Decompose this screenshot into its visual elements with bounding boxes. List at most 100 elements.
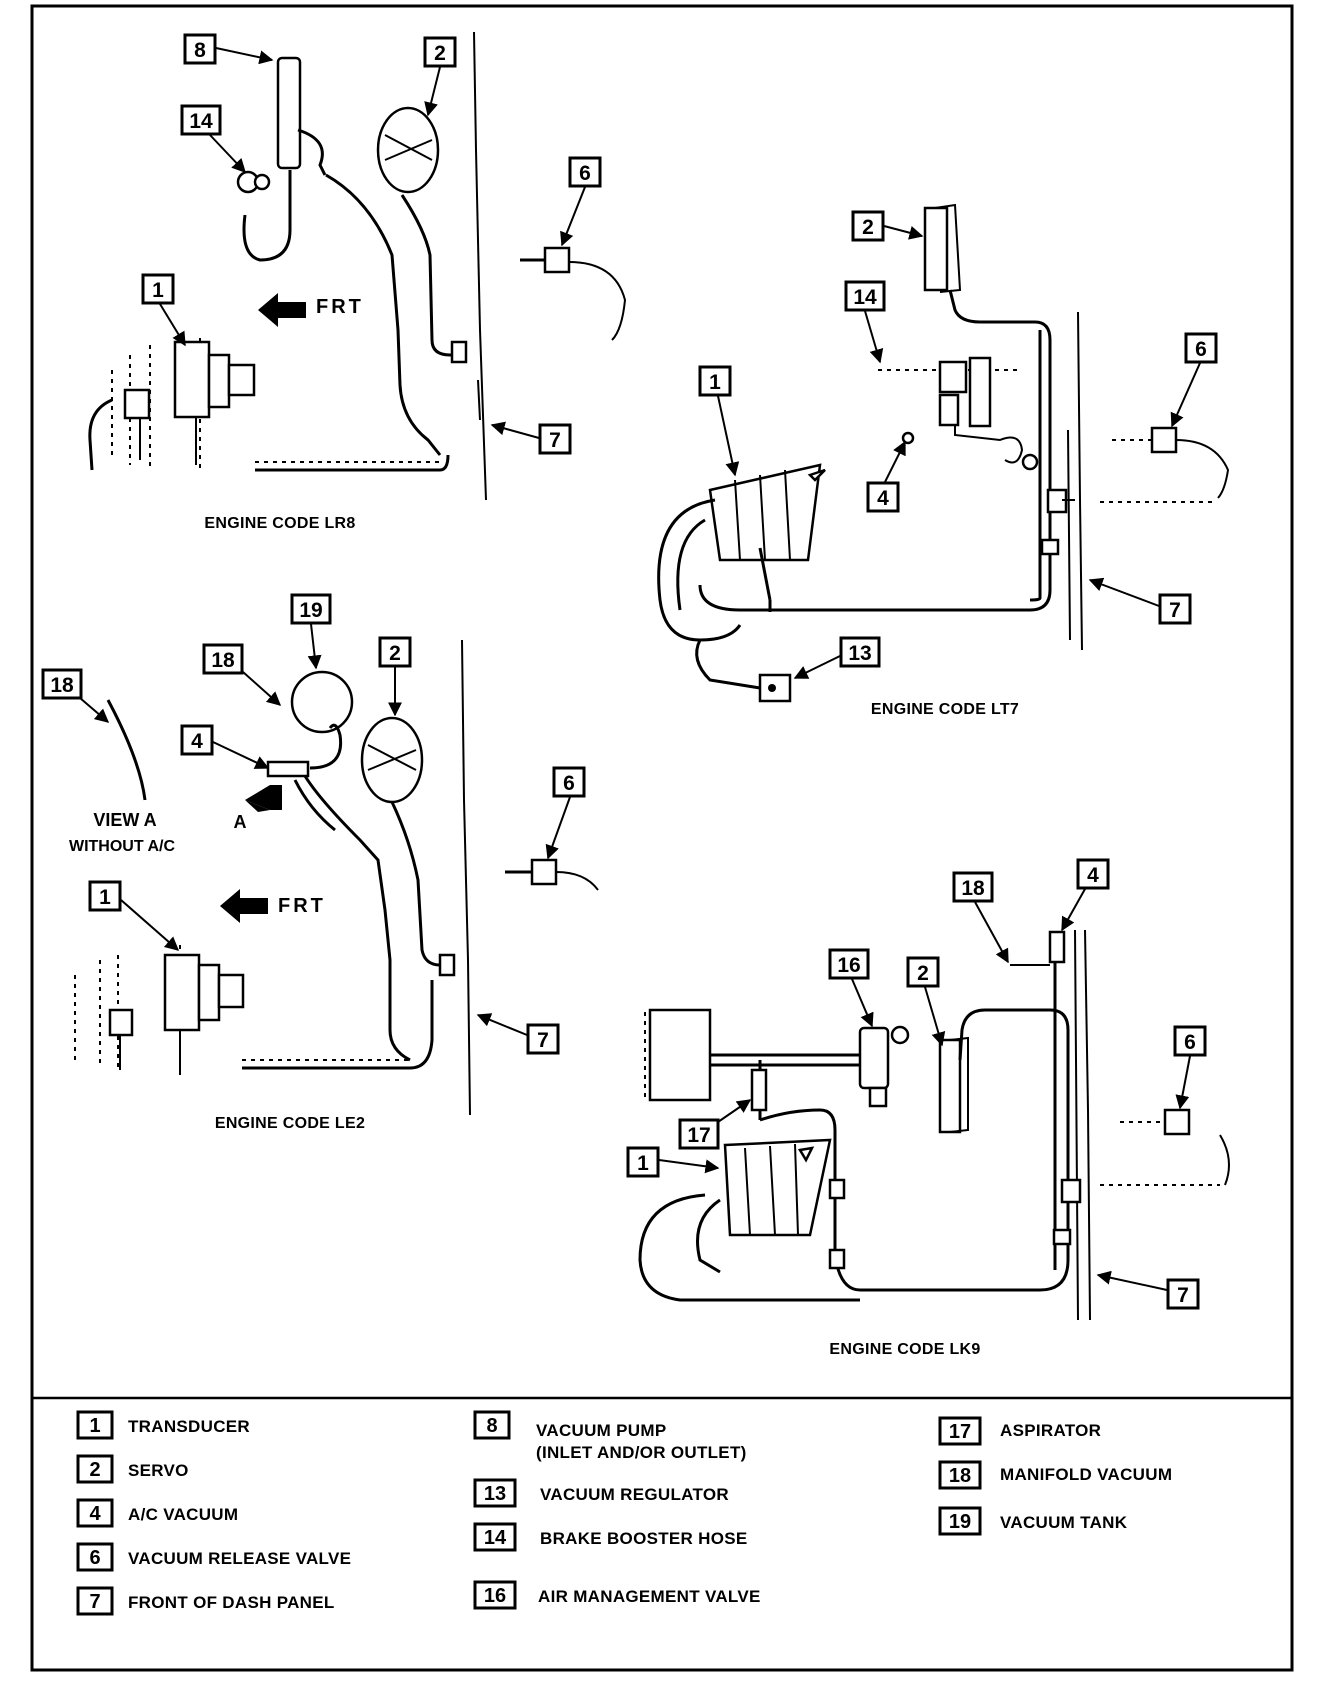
svg-text:19: 19 — [949, 1511, 971, 1533]
callout-18-manifold: 18 — [202, 643, 244, 675]
vacuum-tank-part — [290, 670, 354, 734]
legend-item-13: 13 VACUUM REGULATOR — [473, 1478, 729, 1508]
svg-text:TRANSDUCER: TRANSDUCER — [128, 1417, 250, 1436]
svg-text:(INLET AND/OR OUTLET): (INLET AND/OR OUTLET) — [536, 1443, 747, 1462]
servo-part — [923, 203, 962, 293]
svg-text:19: 19 — [299, 599, 322, 622]
svg-text:7: 7 — [89, 1591, 100, 1613]
callout-4: 4 — [1076, 858, 1110, 890]
svg-text:AIR MANAGEMENT VALVE: AIR MANAGEMENT VALVE — [538, 1587, 761, 1606]
svg-text:6: 6 — [563, 772, 575, 795]
callout-19: 19 — [290, 593, 332, 625]
legend-item-1: 1 TRANSDUCER — [76, 1410, 250, 1440]
svg-text:6: 6 — [579, 162, 591, 185]
callout-13: 13 — [839, 636, 881, 668]
callout-6: 6 — [552, 766, 586, 798]
callout-18-view-a: 18 — [41, 668, 83, 700]
servo-part — [938, 1036, 969, 1134]
svg-text:VACUUM PUMP: VACUUM PUMP — [536, 1421, 667, 1440]
diagram-lt7: 2 14 6 1 4 7 13 — [657, 203, 1230, 718]
svg-text:6: 6 — [89, 1547, 100, 1569]
frt-label: FRT — [278, 895, 326, 917]
transducer-part — [88, 338, 256, 471]
svg-text:1: 1 — [637, 1152, 649, 1175]
svg-text:2: 2 — [434, 42, 446, 65]
dash-panel-line — [1077, 311, 1083, 651]
svg-text:1: 1 — [89, 1415, 100, 1437]
vacuum-release-valve-part — [1100, 426, 1230, 503]
callout-17: 17 — [678, 1118, 720, 1150]
callout-7: 7 — [526, 1023, 560, 1055]
svg-text:13: 13 — [848, 642, 871, 665]
svg-text:A/C VACUUM: A/C VACUUM — [128, 1505, 238, 1524]
air-cleaner-part — [644, 1008, 712, 1102]
callout-6: 6 — [1173, 1025, 1207, 1057]
view-a-marker: A — [234, 812, 247, 832]
callout-4: 4 — [866, 481, 900, 513]
legend-item-16: 16 AIR MANAGEMENT VALVE — [473, 1580, 761, 1610]
brake-booster-assembly — [878, 356, 1039, 471]
vacuum-pump-part — [242, 56, 327, 262]
svg-text:18: 18 — [961, 877, 985, 900]
svg-text:14: 14 — [189, 110, 213, 133]
caption-lk9: ENGINE CODE LK9 — [829, 1341, 980, 1358]
legend-item-17: 17 ASPIRATOR — [938, 1416, 1101, 1446]
svg-text:VACUUM TANK: VACUUM TANK — [1000, 1513, 1128, 1532]
view-a-title: VIEW A — [93, 810, 156, 830]
vacuum-regulator-part — [695, 639, 792, 703]
callout-2: 2 — [906, 956, 940, 988]
callout-14: 14 — [844, 280, 886, 312]
svg-text:17: 17 — [949, 1421, 971, 1443]
svg-text:BRAKE BOOSTER HOSE: BRAKE BOOSTER HOSE — [540, 1529, 748, 1548]
svg-text:1: 1 — [709, 371, 721, 394]
svg-text:SERVO: SERVO — [128, 1461, 189, 1480]
callout-16: 16 — [828, 948, 870, 980]
svg-text:1: 1 — [99, 886, 111, 909]
legend-item-18: 18 MANIFOLD VACUUM — [938, 1460, 1172, 1490]
legend-item-19: 19 VACUUM TANK — [938, 1506, 1128, 1536]
svg-text:18: 18 — [949, 1465, 971, 1487]
vacuum-release-valve-part — [505, 858, 599, 891]
legend-item-8: 8 VACUUM PUMP (INLET AND/OR OUTLET) — [473, 1410, 747, 1462]
callout-2: 2 — [423, 36, 457, 68]
svg-text:17: 17 — [687, 1124, 710, 1147]
legend-item-2: 2 SERVO — [76, 1454, 189, 1484]
svg-text:FRONT OF DASH PANEL: FRONT OF DASH PANEL — [128, 1593, 335, 1612]
caption-le2: ENGINE CODE LE2 — [215, 1115, 365, 1132]
callout-7: 7 — [1158, 593, 1192, 625]
callout-1: 1 — [141, 273, 175, 305]
vacuum-release-valve-part — [1100, 1108, 1230, 1186]
svg-text:8: 8 — [194, 39, 206, 62]
vacuum-hose — [325, 173, 442, 456]
front-arrow-icon — [220, 889, 268, 923]
transducer-part — [638, 1108, 861, 1302]
view-a-hose — [106, 699, 147, 801]
svg-text:7: 7 — [537, 1029, 549, 1052]
svg-text:18: 18 — [50, 674, 74, 697]
svg-text:4: 4 — [89, 1503, 101, 1525]
svg-text:VACUUM REGULATOR: VACUUM REGULATOR — [540, 1485, 729, 1504]
callout-2: 2 — [851, 210, 885, 242]
callout-2: 2 — [378, 636, 412, 668]
callout-1: 1 — [88, 880, 122, 912]
caption-lt7: ENGINE CODE LT7 — [871, 701, 1019, 718]
svg-text:4: 4 — [191, 730, 203, 753]
callout-1: 1 — [698, 365, 732, 397]
diagram-lr8: FRT 8 14 2 6 1 7 — [88, 31, 627, 532]
air-management-valve-part — [858, 1025, 910, 1108]
svg-text:2: 2 — [917, 962, 929, 985]
legend: 1 TRANSDUCER 2 SERVO 4 A/C VACUUM 6 VACU… — [76, 1410, 1172, 1616]
svg-text:7: 7 — [1177, 1284, 1189, 1307]
svg-text:4: 4 — [877, 487, 889, 510]
legend-item-4: 4 A/C VACUUM — [76, 1498, 238, 1528]
callout-7: 7 — [1166, 1278, 1200, 1310]
svg-text:18: 18 — [211, 649, 235, 672]
caption-lr8: ENGINE CODE LR8 — [204, 515, 355, 532]
svg-text:MANIFOLD VACUUM: MANIFOLD VACUUM — [1000, 1465, 1172, 1484]
svg-text:14: 14 — [484, 1527, 507, 1549]
page-border — [30, 4, 1294, 1672]
diagram-le2: A VIEW A WITHOUT A/C FRT 19 — [41, 593, 599, 1132]
callout-4: 4 — [180, 724, 214, 756]
svg-text:7: 7 — [1169, 599, 1181, 622]
vacuum-hose — [698, 289, 1052, 612]
